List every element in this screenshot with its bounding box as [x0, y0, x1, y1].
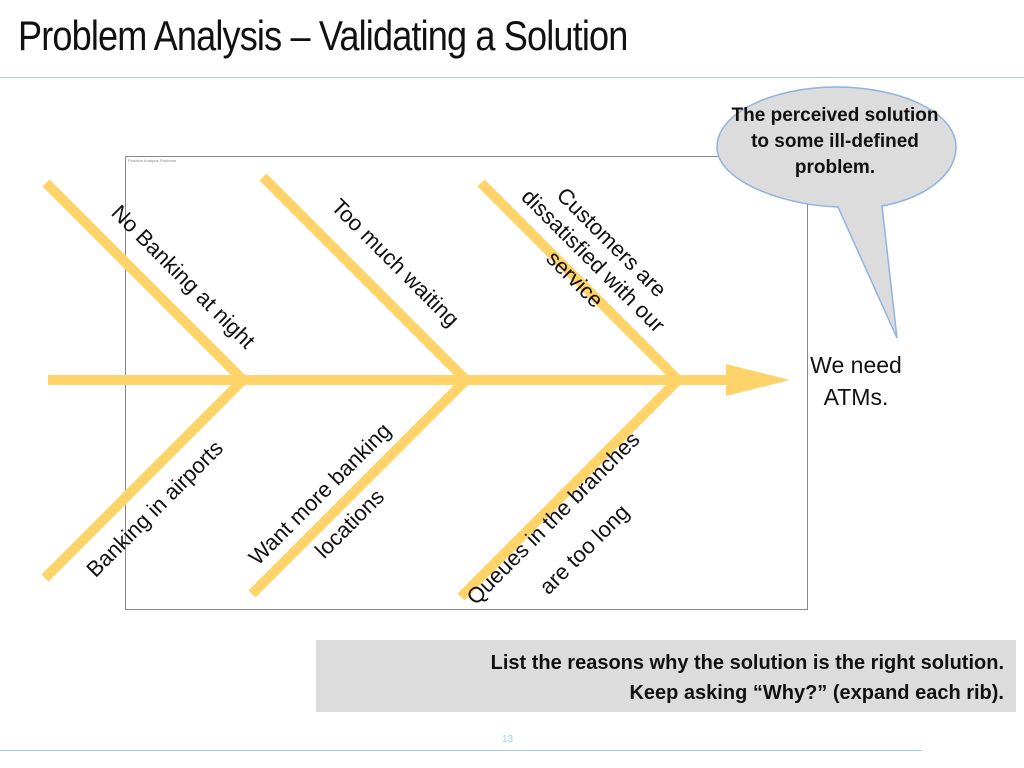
rib-bottom-3 — [457, 376, 682, 601]
rib-top-2 — [259, 173, 470, 384]
rib-top-1 — [42, 179, 247, 384]
slide-title: Problem Analysis – Validating a Solution — [18, 12, 628, 59]
instruction-line-1: List the reasons why the solution is the… — [490, 652, 1004, 674]
footer-divider — [0, 750, 922, 751]
frame-caption: Problem Analysis Fishbone — [128, 158, 177, 163]
title-divider — [0, 77, 1024, 78]
callout-bubble — [716, 86, 957, 339]
rib-bottom-1 — [41, 376, 247, 582]
callout-text: The perceived solution to some ill-defin… — [731, 105, 939, 178]
rib-bottom-2 — [248, 376, 470, 598]
instruction-box: List the reasons why the solution is the… — [316, 640, 1016, 712]
spine-arrowhead — [726, 364, 790, 396]
instruction-line-2: Keep asking “Why?” (expand each rib). — [629, 682, 1004, 704]
effect-label: We need ATMs. — [810, 352, 902, 410]
page-number: 13 — [502, 734, 514, 745]
rib-top-3 — [477, 179, 682, 384]
